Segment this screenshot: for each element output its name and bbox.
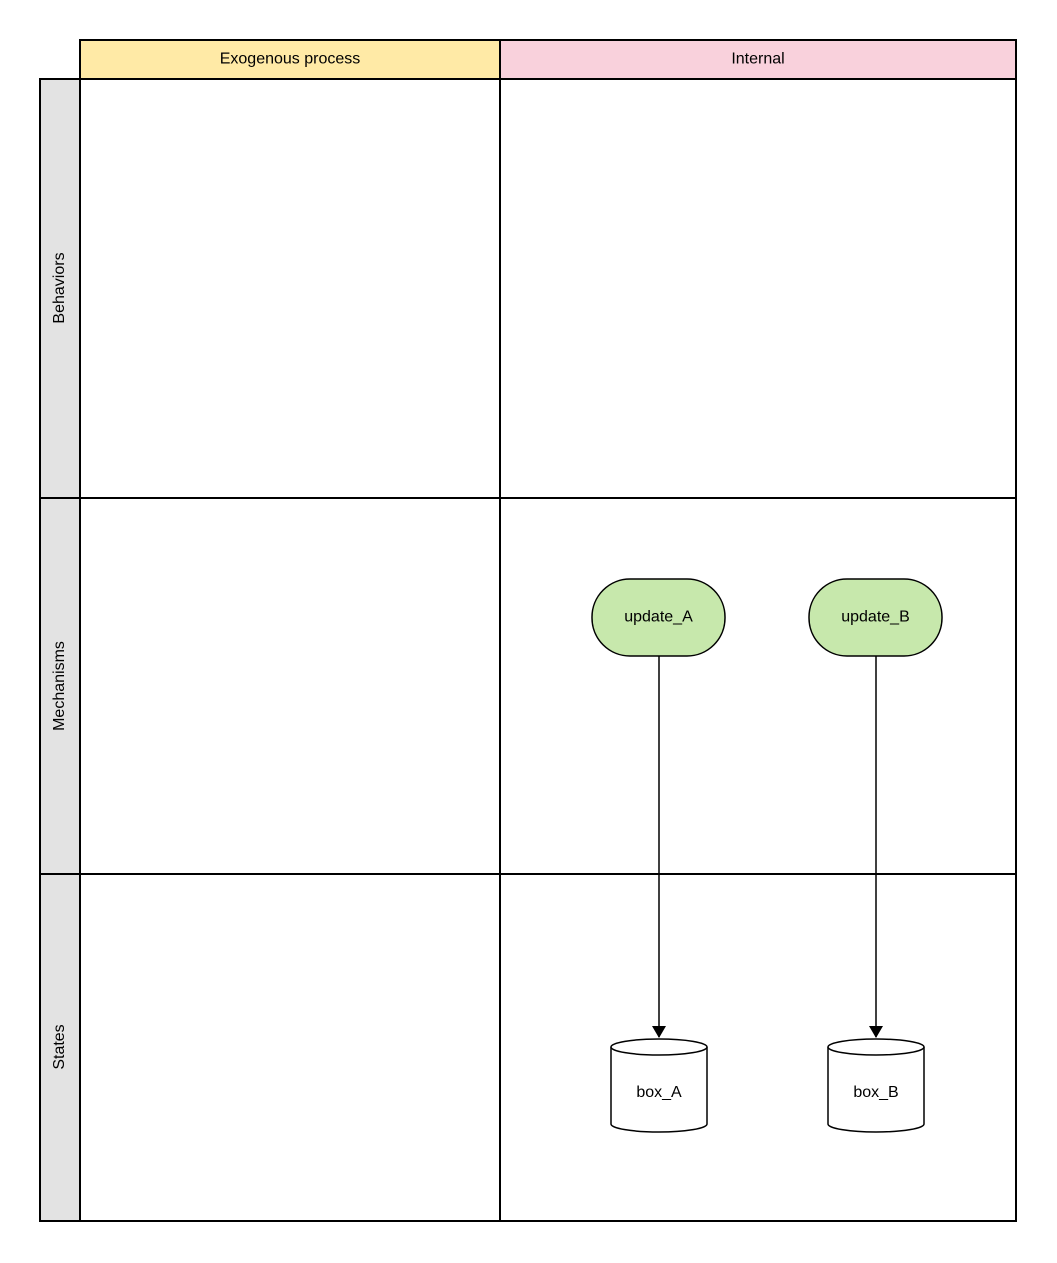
row-header-states-label: States [51,1024,68,1069]
node-box-a-body [610,1047,708,1133]
row-header-mechanisms-label: Mechanisms [51,641,68,731]
column-header-internal-label: Internal [731,51,784,68]
node-box-a[interactable]: box_A [610,1038,708,1133]
node-update-b-label: update_B [841,609,910,626]
cell-states-exogenous [79,873,501,1222]
column-header-exogenous-bg [79,39,501,80]
node-box-b[interactable]: box_B [827,1038,925,1133]
node-update-b-shape [808,578,943,657]
row-header-mechanisms: Mechanisms [39,497,81,875]
node-update-b[interactable]: update_B [808,578,943,657]
node-box-b-top [827,1038,925,1056]
node-update-a-shape [591,578,726,657]
cell-states-internal [499,873,1017,1222]
node-update-a[interactable]: update_A [591,578,726,657]
column-header-exogenous: Exogenous process [79,39,501,80]
column-header-internal: Internal [499,39,1017,80]
row-header-states: States [39,873,81,1222]
row-header-behaviors-label: Behaviors [51,252,68,323]
cell-behaviors-internal [499,78,1017,499]
row-header-behaviors: Behaviors [39,78,81,499]
cell-mechanisms-internal [499,497,1017,875]
node-box-b-body [827,1047,925,1133]
node-box-b-label: box_B [853,1084,898,1101]
column-header-internal-bg [499,39,1017,80]
cell-mechanisms-exogenous [79,497,501,875]
row-header-states-bg [39,873,81,1222]
node-box-a-label: box_A [636,1084,682,1101]
cell-behaviors-exogenous [79,78,501,499]
node-update-a-label: update_A [624,609,693,626]
node-box-a-top [610,1038,708,1056]
column-header-exogenous-label: Exogenous process [220,51,361,68]
